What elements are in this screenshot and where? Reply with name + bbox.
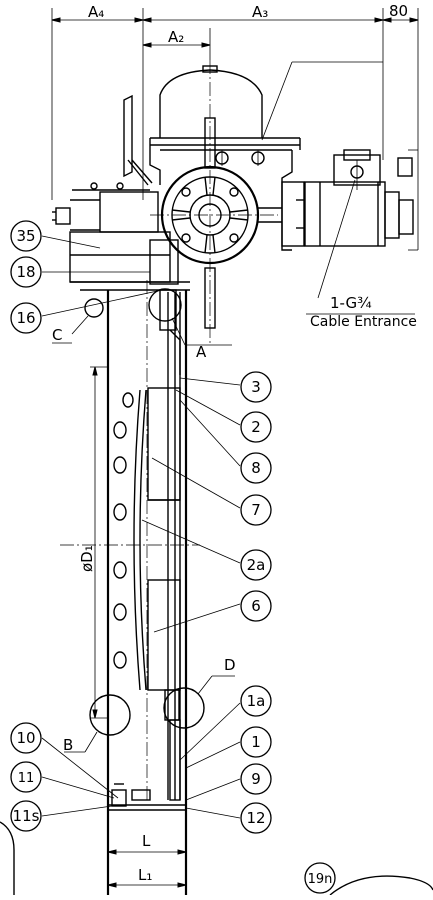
- part-bubble-8: [240, 452, 272, 484]
- dim-a2: A₂: [168, 28, 184, 46]
- cable-entrance-label: Cable Entrance: [310, 314, 417, 330]
- leader-2: [175, 389, 241, 426]
- part-label-18: 18: [16, 263, 35, 281]
- leader-d: [197, 675, 213, 695]
- centerlines: [60, 60, 278, 800]
- part-label-8: 8: [251, 459, 261, 477]
- leader-12: [41, 805, 113, 817]
- part-bubble-16: [10, 302, 42, 334]
- leader-7: [151, 457, 241, 509]
- leader-35: [41, 235, 101, 249]
- part-bubble-11s: [10, 761, 42, 793]
- part-label-1: 1: [251, 733, 261, 751]
- leader-1: [185, 741, 241, 769]
- part-label-35: 35: [16, 227, 35, 245]
- actuator-housing: [52, 65, 305, 329]
- dim-a3: A₃: [252, 3, 268, 21]
- dim-a4: A₄: [88, 3, 104, 21]
- part-label-2: 2: [251, 418, 261, 436]
- part-bubble-35: [10, 220, 42, 252]
- part-bubble-11: [10, 722, 42, 754]
- leader-a: [171, 317, 186, 346]
- part-label-2a: 2a: [247, 556, 266, 574]
- detail-label-c: C: [52, 326, 62, 344]
- part-bubble-18: [10, 256, 42, 288]
- part-label-16: 16: [16, 309, 35, 327]
- leader-8: [179, 399, 241, 467]
- leader-2a: [141, 519, 241, 564]
- part-label-1a: 1a: [247, 692, 266, 710]
- leader-11s: [41, 776, 115, 799]
- leader-10: [185, 807, 241, 819]
- detail-circle-c: [84, 298, 104, 318]
- part-bubble-6: [240, 590, 272, 622]
- cable-leader: [317, 179, 356, 299]
- dim-d1-lines: [90, 366, 108, 719]
- part-label-7: 7: [251, 501, 261, 519]
- part-label-3: 3: [251, 378, 261, 396]
- part-label-9: 9: [251, 770, 261, 788]
- dim-d1: øD₁: [78, 545, 96, 572]
- leader-c: [71, 315, 89, 335]
- part-bubble-1a: [240, 685, 272, 717]
- detail-label-d: D: [224, 656, 236, 674]
- part-bubble-9: [240, 763, 272, 795]
- part-bubble-2: [240, 411, 272, 443]
- cover-leader: [261, 61, 293, 141]
- part-label-19n: 19n: [308, 872, 333, 887]
- part-label-6: 6: [251, 597, 261, 615]
- motor-terminal-box: [304, 149, 418, 251]
- part-bubble-19n: [304, 862, 336, 894]
- top-dimensions: [51, 8, 419, 250]
- leader-1a: [179, 702, 241, 761]
- part-bubble-1: [240, 726, 272, 758]
- detail-circle-d: [163, 687, 205, 729]
- cable-size: 1-G¾: [330, 294, 372, 312]
- part-bubble-10: [240, 802, 272, 834]
- dim-l: L: [142, 832, 151, 850]
- dim-l1: L₁: [138, 866, 152, 884]
- part-19n-outline: [329, 875, 433, 896]
- part-bubble-12: [10, 800, 42, 832]
- main-tube: [106, 289, 188, 895]
- leader-6: [153, 603, 241, 633]
- dim-80: 80: [389, 2, 408, 20]
- part-label-11s: 11: [18, 771, 35, 786]
- part-bubble-3: [240, 371, 272, 403]
- detail-label-a: A: [196, 343, 207, 361]
- part-label-12: 11s: [13, 807, 40, 825]
- leader-16: [41, 289, 163, 317]
- adjacent-view-edge: [0, 821, 15, 895]
- detail-circle-a: [148, 288, 182, 322]
- dim-l-lines: [107, 822, 187, 895]
- part-bubble-2a: [240, 549, 272, 581]
- leader-3: [179, 377, 241, 386]
- part-bubble-7: [240, 494, 272, 526]
- leader-11: [41, 737, 119, 799]
- leader-9: [185, 778, 241, 801]
- part-label-10: 12: [246, 809, 265, 827]
- detail-label-b: B: [63, 736, 73, 754]
- part-label-11: 10: [16, 729, 35, 747]
- leader-b: [84, 731, 98, 753]
- detail-circle-b: [89, 694, 131, 736]
